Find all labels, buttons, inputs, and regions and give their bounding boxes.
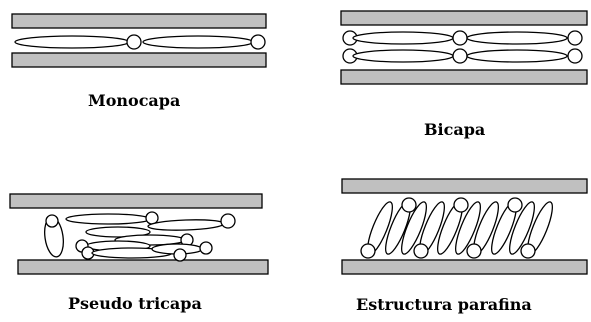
monocapa-head: [251, 35, 265, 49]
estructura-parafina-label: Estructura parafina: [356, 295, 532, 314]
bicapa-top-sheet: [341, 11, 587, 25]
estructura-parafina-head: [508, 198, 522, 212]
bicapa-chain: [353, 50, 453, 62]
pseudo-tricapa-head: [46, 215, 58, 227]
estructura-parafina-head: [361, 244, 375, 258]
bicapa-chain: [467, 32, 567, 44]
pseudo-tricapa-head: [221, 214, 235, 228]
estructura-parafina-head: [467, 244, 481, 258]
pseudo-tricapa-bottom-sheet: [18, 260, 268, 274]
pseudo-tricapa-head: [174, 249, 186, 261]
estructura-parafina-head: [454, 198, 468, 212]
bicapa-head: [568, 31, 582, 45]
monocapa-chain: [143, 36, 253, 48]
pseudo-tricapa-chain: [148, 219, 224, 232]
monocapa-bottom-sheet: [12, 53, 266, 67]
estructura-parafina-panel: [342, 179, 587, 274]
pseudo-tricapa-chain: [66, 214, 150, 224]
estructura-parafina-head: [414, 244, 428, 258]
pseudo-tricapa-head: [200, 242, 212, 254]
estructura-parafina-bottom-sheet: [342, 260, 587, 274]
bicapa-head: [568, 49, 582, 63]
estructura-parafina-top-sheet: [342, 179, 587, 193]
estructura-parafina-head: [402, 198, 416, 212]
monocapa-panel: [12, 14, 266, 67]
pseudo-tricapa-top-sheet: [10, 194, 262, 208]
pseudo-tricapa-head: [146, 212, 158, 224]
estructura-parafina-head: [521, 244, 535, 258]
monocapa-label: Monocapa: [88, 91, 180, 110]
bicapa-head: [453, 49, 467, 63]
bicapa-chain: [353, 32, 453, 44]
bicapa-head: [453, 31, 467, 45]
monocapa-head: [127, 35, 141, 49]
bicapa-panel: [341, 11, 587, 84]
bicapa-bottom-sheet: [341, 70, 587, 84]
bicapa-chain: [467, 50, 567, 62]
pseudo-tricapa-label: Pseudo tricapa: [68, 294, 202, 313]
pseudo-tricapa-panel: [10, 194, 268, 274]
monocapa-chain: [15, 36, 129, 48]
bicapa-label: Bicapa: [424, 120, 485, 139]
monocapa-top-sheet: [12, 14, 266, 28]
